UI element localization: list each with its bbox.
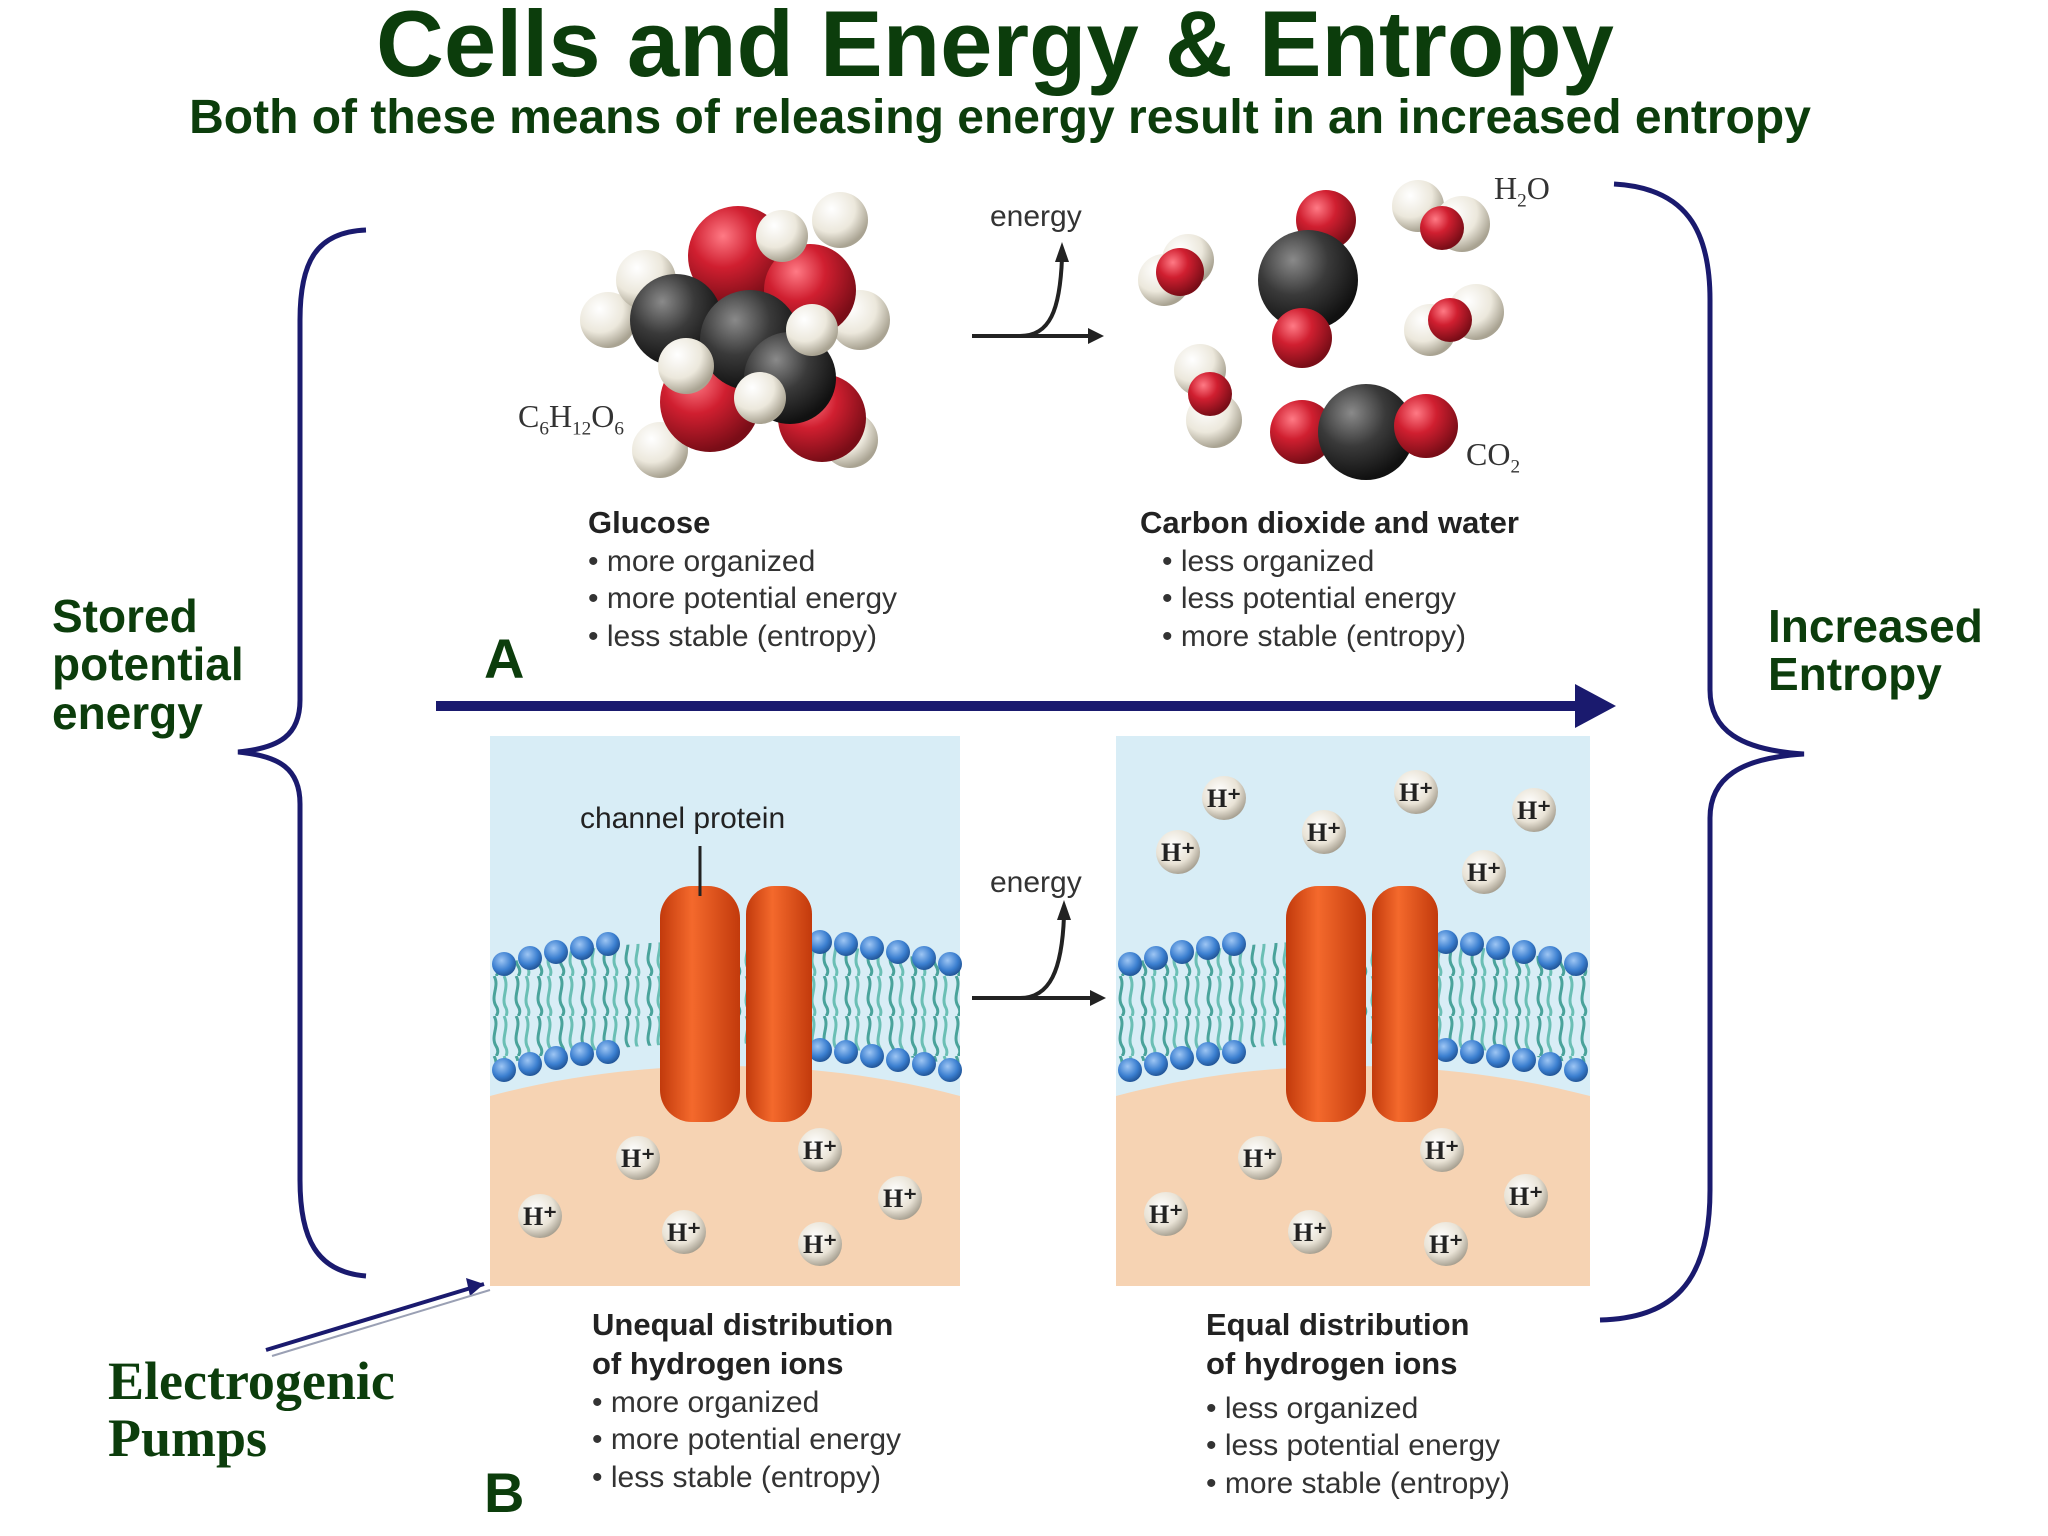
svg-text:H⁺: H⁺ <box>883 1184 917 1213</box>
equal-panel: H⁺ H⁺ H⁺ H⁺ H⁺ H⁺ H⁺ H⁺ H⁺ H⁺ H⁺ H⁺ <box>1116 736 1590 1286</box>
stored-potential-energy-label: Stored potential energy <box>52 590 244 739</box>
energy-arrow-a <box>972 242 1104 344</box>
svg-text:H⁺: H⁺ <box>667 1218 701 1247</box>
reaction-a-graphic <box>580 180 1504 480</box>
svg-text:H⁺: H⁺ <box>1149 1200 1183 1229</box>
membrane-graphic: H⁺ H⁺ H⁺ H⁺ H⁺ H⁺ H⁺ H⁺ H⁺ H⁺ H⁺ H⁺ <box>490 736 1590 1286</box>
energy-arrow-b <box>972 900 1106 1006</box>
page-subtitle: Both of these means of releasing energy … <box>189 91 1811 144</box>
svg-text:H⁺: H⁺ <box>1207 784 1241 813</box>
svg-text:H⁺: H⁺ <box>1429 1230 1463 1259</box>
svg-text:H⁺: H⁺ <box>1425 1136 1459 1165</box>
svg-text:H⁺: H⁺ <box>1509 1182 1543 1211</box>
increased-entropy-label: Increased Entropy <box>1768 600 1983 701</box>
svg-text:H⁺: H⁺ <box>803 1230 837 1259</box>
part-b-letter: B <box>484 1461 525 1524</box>
svg-text:H⁺: H⁺ <box>1517 796 1551 825</box>
electrogenic-pumps-label: Electrogenic Pumps <box>108 1351 395 1468</box>
left-brace <box>237 227 367 1279</box>
channel-protein-label: channel protein <box>580 802 786 835</box>
co2-water-caption: Carbon dioxide and water less organized … <box>1140 504 1519 655</box>
products-molecules <box>1138 180 1504 480</box>
svg-text:H⁺: H⁺ <box>803 1136 837 1165</box>
svg-text:H⁺: H⁺ <box>1243 1144 1277 1173</box>
co2-formula: CO2 <box>1466 436 1521 478</box>
unequal-panel: H⁺ H⁺ H⁺ H⁺ H⁺ H⁺ <box>490 736 962 1286</box>
h-ion-icons-left <box>518 1128 922 1266</box>
glucose-formula: C6H12O6 <box>518 398 624 440</box>
svg-text:H⁺: H⁺ <box>1161 838 1195 867</box>
glucose-molecule <box>580 192 890 478</box>
page-title: Cells and Energy & Entropy <box>376 0 1614 96</box>
water-formula: H2O <box>1494 170 1550 212</box>
right-brace <box>1599 181 1805 1323</box>
equal-distribution-caption: Equal distribution of hydrogen ions less… <box>1206 1306 1510 1502</box>
main-arrow-head <box>1575 684 1616 728</box>
energy-label-b: energy <box>990 866 1082 899</box>
h-ion-icons-right <box>1144 770 1556 1266</box>
svg-text:H⁺: H⁺ <box>1467 858 1501 887</box>
svg-text:H⁺: H⁺ <box>1293 1218 1327 1247</box>
pumps-pointer-arrow <box>265 1282 485 1352</box>
part-a-letter: A <box>484 627 525 690</box>
glucose-caption: Glucose more organized more potential en… <box>588 504 897 655</box>
svg-text:H⁺: H⁺ <box>1399 778 1433 807</box>
svg-text:H⁺: H⁺ <box>621 1144 655 1173</box>
energy-label-a: energy <box>990 200 1082 233</box>
svg-text:H⁺: H⁺ <box>523 1202 557 1231</box>
unequal-distribution-caption: Unequal distribution of hydrogen ions mo… <box>592 1306 901 1496</box>
svg-text:H⁺: H⁺ <box>1307 818 1341 847</box>
